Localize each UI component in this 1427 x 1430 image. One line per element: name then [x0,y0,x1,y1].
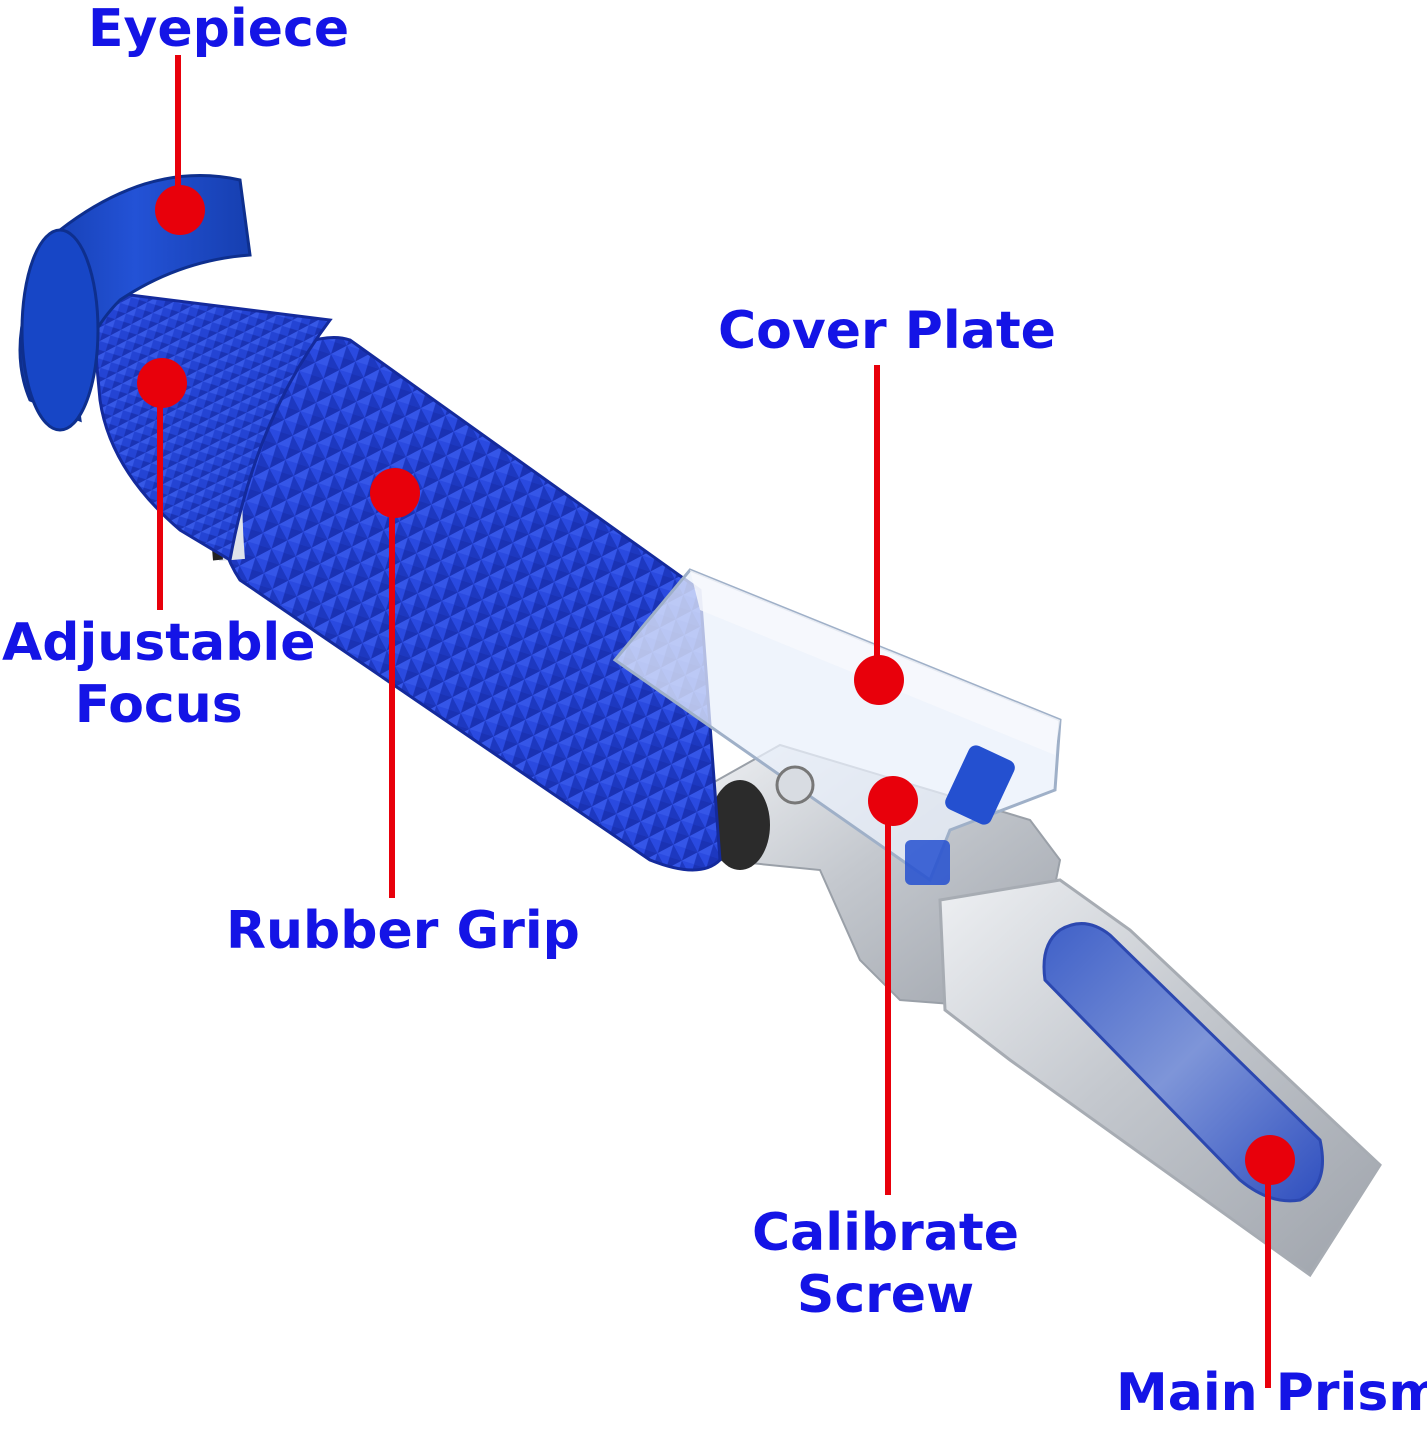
screw-callout-dot [868,776,918,826]
eyepiece-callout-dot [155,185,205,235]
focus-callout-dot [137,358,187,408]
cover-callout-dot [854,655,904,705]
eyepiece-cup [18,174,252,432]
label-calibrate-screw: Calibrate Screw [752,1203,1019,1325]
prism-callout-dot [1245,1135,1295,1185]
callout-dots [137,185,1295,1185]
callout-lines [157,55,1271,1388]
label-adjustable-focus: Adjustable Focus [2,613,316,735]
focus-ring [88,288,333,563]
rubber-grip [210,336,722,872]
label-main-prism: Main Prism [1116,1363,1427,1423]
grip-callout-dot [370,468,420,518]
label-eyepiece: Eyepiece [88,0,350,59]
label-rubber-grip: Rubber Grip [226,901,580,961]
label-cover-plate: Cover Plate [718,301,1056,361]
